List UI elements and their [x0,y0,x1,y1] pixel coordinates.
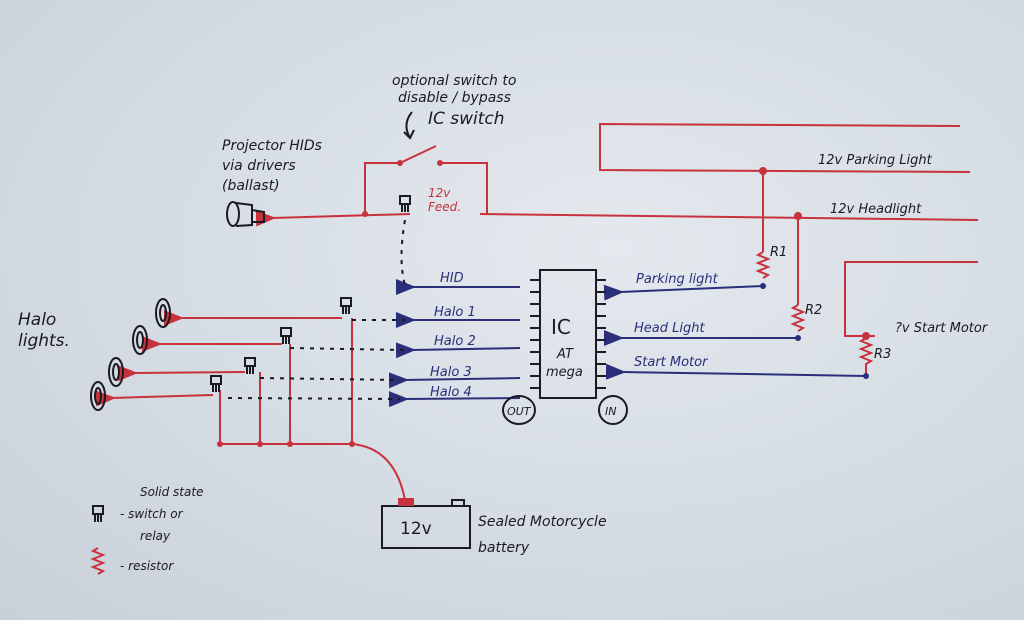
halo-3-control-link [259,377,401,381]
halo-4-wire [95,390,214,407]
optional-switch-line-2: disable / bypass [398,90,511,106]
battery-body [381,505,471,549]
battery-positive-terminal [398,498,414,506]
input-label-parking: Parking light [636,272,719,287]
halo-3-relay-icon [244,357,256,374]
resistor-r2 [790,304,806,332]
projector-hid-icon [226,201,265,227]
halo-4-control-link [227,397,401,400]
junction-dot [287,441,293,447]
r1-label: R1 [770,245,787,260]
output-label-hid: HID [440,271,464,286]
ic-main-label: IC [551,315,571,339]
pointer-arrow-icon [403,111,415,140]
start-motor-rail [844,261,978,337]
halo-ring-icon [108,357,124,387]
ic-sub-label-1: AT [556,347,574,362]
junction-dot [862,332,870,340]
halo-lights-label-line-1: Halo [18,310,56,330]
halo-ring-icon [155,298,171,328]
supply-bus [219,318,406,501]
parking-light-label: 12v Parking Light [818,153,933,168]
junction-dot [795,335,801,341]
optional-switch-line-1: optional switch to [392,73,516,89]
legend-resistor-label: - resistor [120,559,174,573]
junction-dot [349,441,355,447]
output-label-halo-4: Halo 4 [430,385,472,400]
halo-4-signal [388,391,521,408]
resistor-r3 [858,337,874,376]
switch-contact-b [437,160,443,166]
out-circle [502,395,536,425]
parking-light-rail [599,122,971,173]
legend-switch-icon [92,505,104,522]
resistor-r1 [755,251,771,279]
output-label-halo-1: Halo 1 [434,305,476,320]
legend-switch-line-3: relay [140,529,171,543]
feed-label-line-1: 12v [428,186,451,200]
battery-desc-line-1: Sealed Motorcycle [478,514,607,530]
halo-3-signal [388,372,521,389]
feed-label-line-2: Feed. [428,200,461,214]
halo-lights-label-line-2: lights. [18,331,70,351]
headlight-label: 12v Headlight [830,202,922,217]
parking-input-signal [603,284,764,301]
battery-desc-line-2: battery [478,540,530,556]
headlight-rail [479,213,979,221]
projector-label-line-1: Projector HIDs [222,138,322,154]
in-circle [598,395,628,425]
ic-pins [530,279,606,389]
halo-1-relay-icon [340,297,352,314]
hid-relay-icon [399,195,411,212]
start-motor-label: ?v Start Motor [895,321,989,336]
projector-label-line-2: via drivers [222,158,296,174]
junction-dot [362,211,368,217]
bypass-switch-loop [364,145,488,214]
junction-dot [863,373,869,379]
ic-chip-body [539,269,597,399]
halo-3-wire [117,365,246,382]
r3-label: R3 [874,347,891,362]
junction-dot [760,283,766,289]
halo-2-signal [395,342,521,359]
output-label-halo-3: Halo 3 [430,365,472,380]
halo-2-relay-icon [280,327,292,344]
out-label: OUT [507,405,532,418]
legend-switch-line-2: - switch or [120,507,184,521]
halo-ring-icon [132,325,148,355]
halo-ring-icon [90,381,106,411]
optional-switch-line-3: IC switch [428,109,505,129]
halo-4-relay-icon [210,375,222,392]
hid-control-link [400,219,406,286]
switch-contact-a [397,160,403,166]
projector-feed-wire [255,210,411,227]
battery-negative-terminal [451,499,465,506]
junction-dot [257,441,263,447]
battery-label: 12v [400,519,432,539]
legend-switch-line-1: Solid state [140,485,203,499]
junction-dot [217,441,223,447]
input-label-start-motor: Start Motor [634,355,709,370]
projector-label-line-3: (ballast) [222,178,280,194]
input-label-headlight: Head Light [634,321,705,336]
r2-label: R2 [805,303,822,318]
legend-resistor-icon [90,547,106,575]
start-input-signal [605,363,867,380]
ic-sub-label-2: mega [546,365,583,380]
in-label: IN [605,405,616,418]
output-label-halo-2: Halo 2 [434,334,476,349]
halo-2-control-link [289,347,406,351]
